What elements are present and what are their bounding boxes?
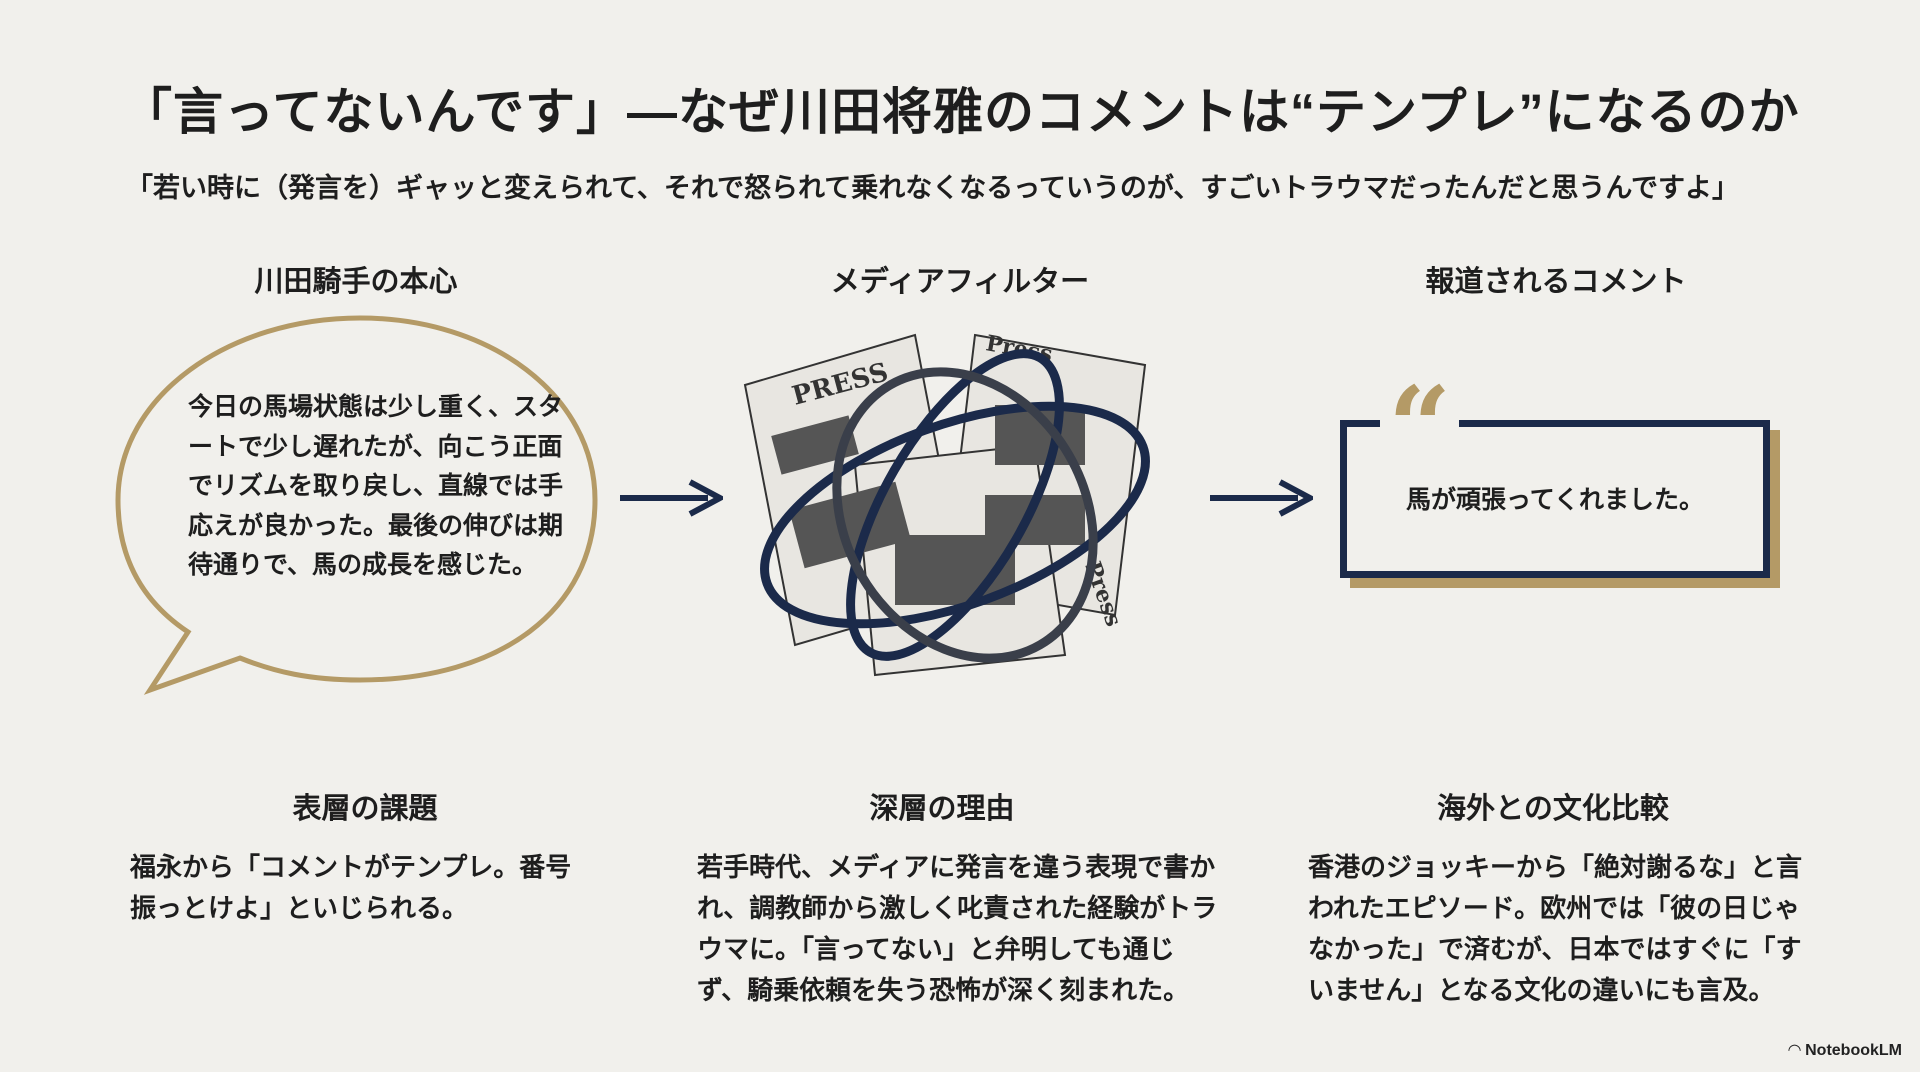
- section-cultural-comparison: 海外との文化比較 香港のジョッキーから「絶対謝るな」と言 われたエピソード。欧州…: [1308, 785, 1818, 1011]
- reported-comment-text: 馬が頑張ってくれました。: [1405, 486, 1704, 514]
- body-line: 若手時代、メディアに発言を違う表現で書か: [697, 852, 1216, 882]
- body-line: 振っとけよ」といじられる。: [130, 893, 469, 923]
- body-line: なかった」で済むが、日本ではすぐに「す: [1308, 934, 1802, 964]
- body-line: れ、調教師から激しく叱責された経験がトラ: [697, 893, 1218, 923]
- section-heading: 海外との文化比較: [1437, 793, 1669, 825]
- body-line: いません」となる文化の違いにも言及。: [1308, 975, 1775, 1005]
- heading-true-intent: 川田騎手の本心: [254, 266, 458, 298]
- section-body: 若手時代、メディアに発言を違う表現で書か れ、調教師から激しく叱責された経験がト…: [697, 847, 1227, 1011]
- section-body: 福永から「コメントがテンプレ。番号 振っとけよ」といじられる。: [130, 847, 600, 929]
- notebooklm-logo-icon: ◠: [1788, 1042, 1806, 1059]
- quote-mark-icon: “: [1380, 372, 1460, 482]
- notebooklm-branding: ◠ NotebookLM: [1788, 1040, 1902, 1060]
- body-line: われたエピソード。欧州では「彼の日じゃ: [1308, 893, 1801, 923]
- branding-text: NotebookLM: [1805, 1042, 1902, 1059]
- body-line: 福永から「コメントがテンプレ。番号: [130, 852, 572, 882]
- section-body: 香港のジョッキーから「絶対謝るな」と言 われたエピソード。欧州では「彼の日じゃ …: [1308, 847, 1818, 1011]
- key-quote: 「若い時に（発言を）ギャッと変えられて、それで怒られて乗れなくなるっていうのが、…: [126, 173, 1739, 203]
- heading-reported-comment: 報道されるコメント: [1425, 266, 1687, 298]
- media-filter-illustration: PRESS Press Press: [743, 330, 1150, 677]
- section-deep-reason: 深層の理由 若手時代、メディアに発言を違う表現で書か れ、調教師から激しく叱責さ…: [697, 785, 1227, 1011]
- bubble-text: 今日の馬場状態は少し重く、スタートで少し遅れたが、向こう正面でリズムを取り戻し、…: [188, 393, 564, 579]
- arrow-right-icon: [1210, 479, 1313, 517]
- section-heading: 深層の理由: [869, 793, 1015, 825]
- body-line: 香港のジョッキーから「絶対謝るな」と言: [1308, 852, 1803, 882]
- heading-media-filter: メディアフィルター: [830, 266, 1090, 298]
- section-surface-issue: 表層の課題 福永から「コメントがテンプレ。番号 振っとけよ」といじられる。: [130, 785, 600, 929]
- body-line: ウマに。「言ってない」と弁明しても通じ: [697, 934, 1175, 964]
- body-line: ず、騎乗依頼を失う恐怖が深く刻まれた。: [697, 975, 1190, 1005]
- page-title: 「言ってないんです」―なぜ川田将雅のコメントは“テンプレ”になるのか: [122, 84, 1800, 140]
- section-heading: 表層の課題: [292, 793, 438, 825]
- speech-bubble: [115, 315, 598, 695]
- arrow-right-icon: [620, 479, 723, 517]
